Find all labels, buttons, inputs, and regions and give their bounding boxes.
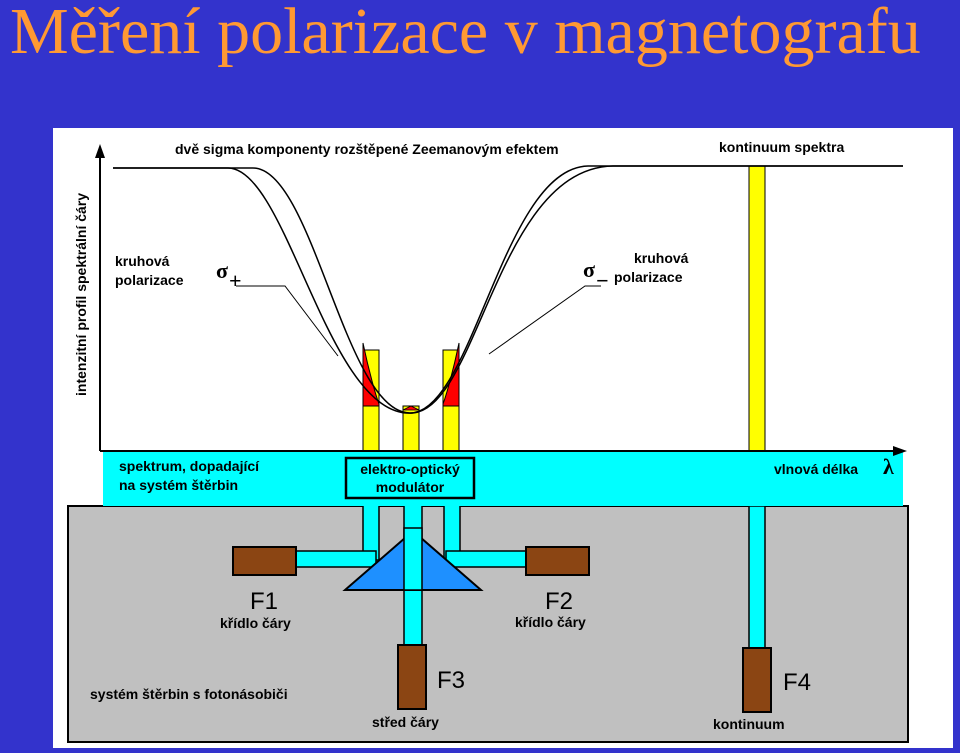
spectrum-label-line2: na systém štěrbin	[119, 477, 238, 493]
spectrum-band	[103, 451, 903, 506]
prism-beam	[403, 527, 423, 591]
filter-f2	[525, 546, 590, 576]
sigma-plus-symbol: σ	[216, 258, 228, 283]
beam-continuum	[748, 505, 766, 649]
diagram-figure: dvě sigma komponenty rozštěpené Zeemanov…	[53, 128, 953, 748]
modulator-label-line2: modulátor	[376, 479, 445, 495]
y-axis-label: intenzitní profil spektrální čáry	[73, 193, 89, 396]
red-area-right	[442, 342, 460, 407]
x-axis-arrow	[893, 446, 907, 456]
spectrum-label-line1: spektrum, dopadající	[119, 458, 260, 474]
sigma-components-label: dvě sigma komponenty rozštěpené Zeemanov…	[175, 141, 559, 157]
slit-system-label: systém štěrbin s fotonásobiči	[90, 686, 288, 702]
filter-f3	[397, 644, 427, 710]
filter-f4	[742, 647, 772, 713]
red-area-center	[402, 405, 420, 411]
continuum-spectrum-label: kontinuum spektra	[719, 139, 844, 155]
circular-polarization-left-line2: polarizace	[115, 272, 184, 288]
profile-sigma-minus	[113, 165, 903, 414]
beam-to-f1	[295, 550, 377, 568]
wavelength-label: vlnová délka	[774, 461, 858, 477]
circular-polarization-left-line1: kruhová	[115, 253, 170, 269]
leader-right	[488, 285, 601, 355]
filter-f1-desc: křídlo čáry	[220, 615, 291, 631]
slit-system-box	[67, 505, 909, 743]
modulator-label-line1: elektro-optický	[360, 461, 460, 477]
circular-polarization-right-line1: kruhová	[634, 250, 689, 266]
filter-f3-name: F3	[437, 667, 465, 694]
modulator-box	[344, 456, 476, 500]
sigma-minus-symbol: σ	[583, 257, 595, 282]
circular-polarization-right-line2: polarizace	[614, 269, 683, 285]
filter-f2-name: F2	[545, 588, 573, 615]
filter-f1-name: F1	[250, 588, 278, 615]
leader-left	[236, 285, 339, 357]
filter-f4-name: F4	[783, 669, 811, 696]
slide-title: Měření polarizace v magnetografu	[10, 0, 921, 68]
filter-f1	[232, 546, 297, 576]
sigma-minus-subscript: −	[596, 268, 609, 293]
sigma-plus-subscript: +	[229, 268, 242, 293]
y-axis-arrow	[95, 144, 105, 158]
beam-to-f2	[445, 550, 527, 568]
filter-f4-desc: kontinuum	[713, 716, 785, 732]
slit-continuum	[748, 165, 766, 452]
filter-f3-desc: střed čáry	[372, 714, 439, 730]
lambda-symbol: λ	[883, 454, 894, 479]
filter-f2-desc: křídlo čáry	[515, 614, 586, 630]
